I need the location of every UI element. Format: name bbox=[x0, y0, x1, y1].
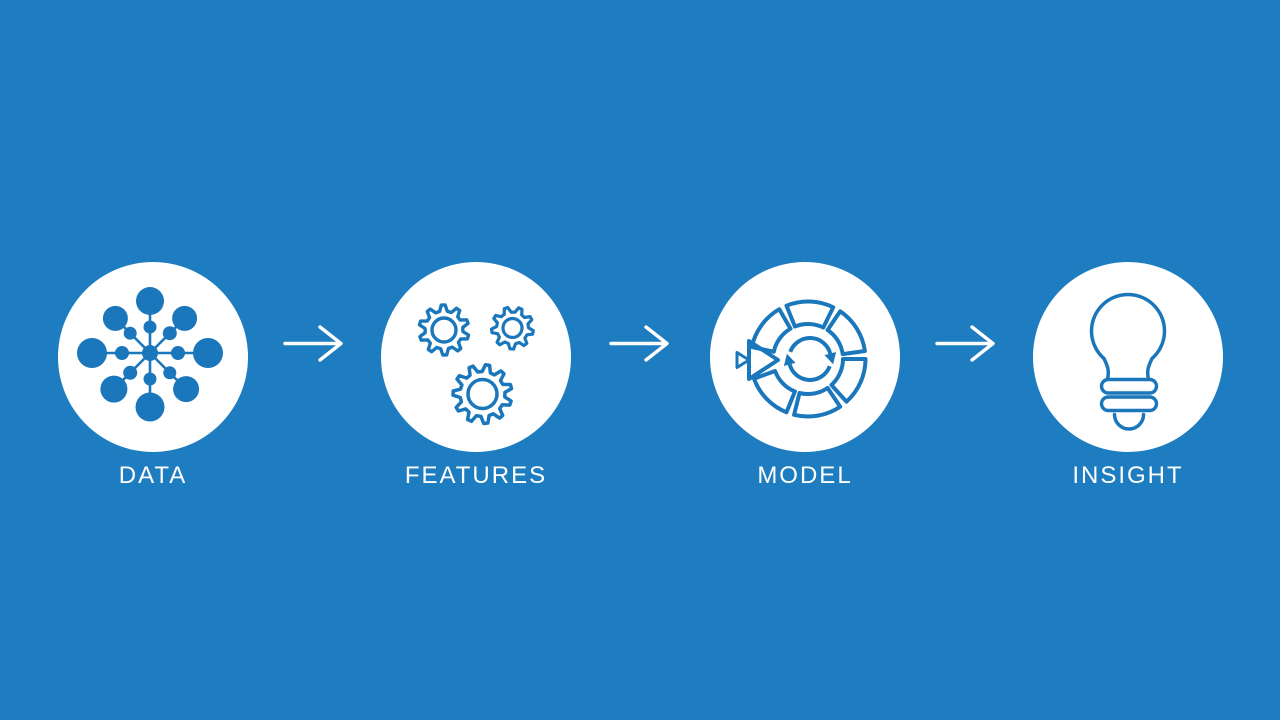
stage-label-features: FEATURES bbox=[404, 462, 548, 489]
model-evaluation-cycle-icon bbox=[735, 299, 868, 419]
stage-label-insight: INSIGHT bbox=[1072, 462, 1184, 489]
stage-label-data: DATA bbox=[118, 462, 188, 489]
arrow-right-icon bbox=[283, 325, 343, 362]
arrow-right-icon bbox=[609, 325, 669, 362]
lightbulb-icon bbox=[1089, 292, 1167, 431]
data-network-icon bbox=[77, 287, 223, 422]
arrow-right-icon bbox=[935, 325, 995, 362]
stage-label-model: MODEL bbox=[757, 462, 853, 489]
gears-icon bbox=[417, 303, 535, 426]
stage-circle-features bbox=[381, 262, 571, 452]
